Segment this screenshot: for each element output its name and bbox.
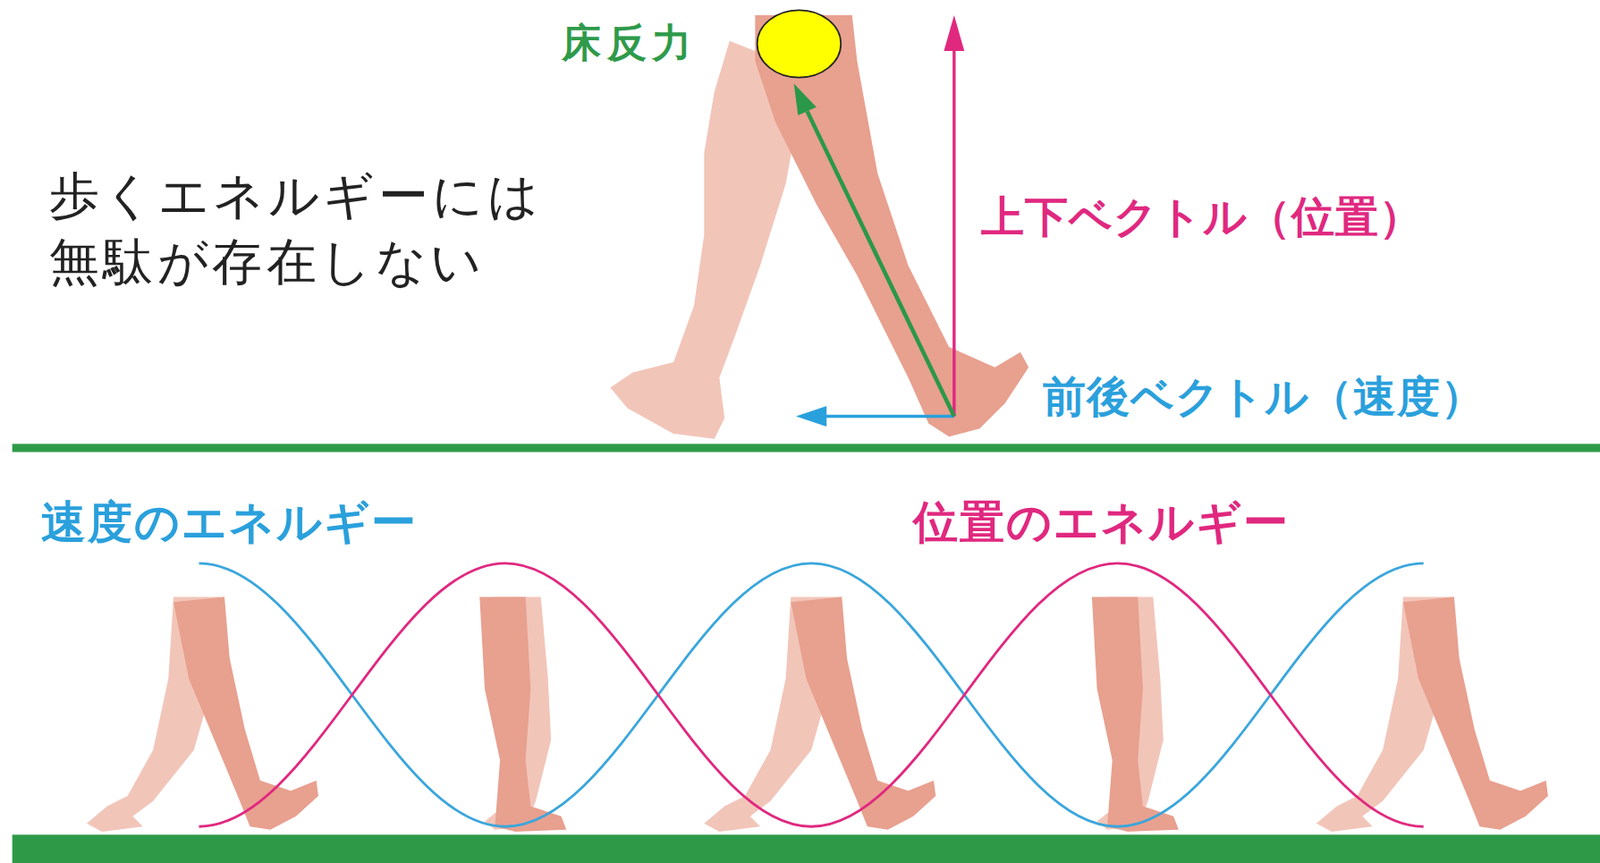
label-slot: 前後ベクトル（速度） — [1042, 369, 1485, 424]
walking-figure — [1092, 596, 1179, 831]
scaled-art — [12, 9, 1600, 863]
note-text: 歩くエネルギーには 無駄が存在しない — [49, 162, 570, 296]
horizontal-vector — [822, 414, 955, 418]
wave-label: 位置のエネルギー — [913, 494, 1290, 551]
label-slot: 歩くエネルギーには 無駄が存在しない — [49, 162, 570, 296]
label-slot: 位置のエネルギー — [913, 494, 1290, 551]
vector-label: 上下ベクトル（位置） — [981, 189, 1423, 244]
force-label: 床反力 — [561, 17, 698, 68]
arrow-head — [943, 15, 965, 51]
position-energy-wave — [198, 563, 1423, 827]
label-slot: 上下ベクトル（位置） — [981, 189, 1423, 244]
vector-label: 前後ベクトル（速度） — [1042, 369, 1485, 424]
vertical-vector — [952, 45, 956, 416]
reaction-vector — [807, 110, 955, 416]
walking-figure — [703, 596, 936, 831]
speed-energy-wave — [198, 563, 1423, 827]
label-slot: 速度のエネルギー — [41, 494, 418, 551]
walking-figure — [1316, 596, 1549, 831]
walking-figure — [479, 596, 567, 831]
label-slot: 床反力 — [561, 17, 698, 68]
arrow-head — [795, 406, 827, 427]
ground-line — [12, 443, 1600, 452]
center-marker — [757, 9, 842, 77]
arrow-head — [794, 84, 817, 116]
wave-label: 速度のエネルギー — [41, 494, 418, 551]
ground-band — [12, 834, 1600, 863]
walking-figure — [86, 596, 319, 831]
